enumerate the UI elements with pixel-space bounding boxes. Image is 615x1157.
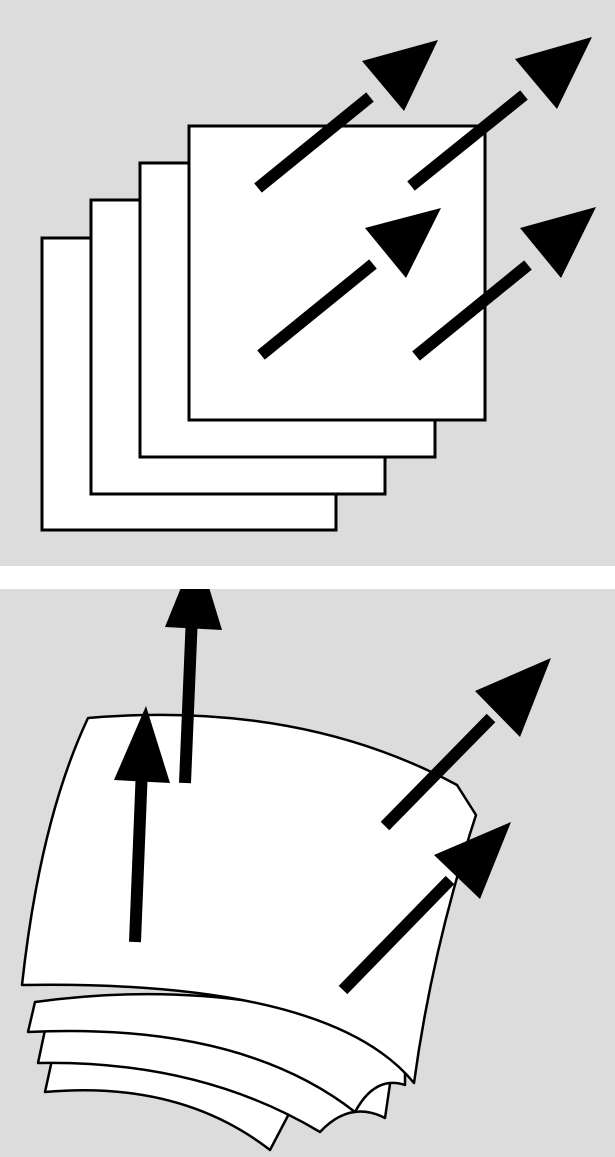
arrow-2-head [515,37,592,109]
arrow-5 [114,706,170,943]
arrow-1-shaft [254,92,374,193]
arrow-7 [380,658,551,831]
flat-sheet-4 [187,124,487,422]
arrow-8-shaft [338,875,455,995]
arrow-3-shaft [257,259,377,360]
arrow-5-head [114,706,170,783]
arrow-4-head [520,207,596,278]
curved-sheets-panel [0,589,615,1157]
curved-sheets-diagram [0,589,615,1157]
arrow-2 [407,37,592,191]
arrow-1 [254,40,438,193]
arrow-6 [165,589,222,784]
curved-sheet-2 [26,992,407,1114]
arrow-4 [412,207,596,361]
arrow-6-head [165,589,222,630]
arrow-5-shaft [129,767,148,943]
arrow-1-head [362,40,438,111]
flat-sheets-diagram [0,0,615,566]
arrow-6-shaft [179,614,198,784]
arrow-7-head [475,658,551,737]
arrow-3 [257,208,441,360]
arrow-7-shaft [380,713,496,831]
flat-sheets-panel [0,0,615,566]
arrow-4-shaft [412,260,532,361]
arrow-2-shaft [407,90,528,191]
arrow-3-head [365,208,441,278]
arrow-8-head [434,822,511,899]
arrow-8 [338,822,511,995]
